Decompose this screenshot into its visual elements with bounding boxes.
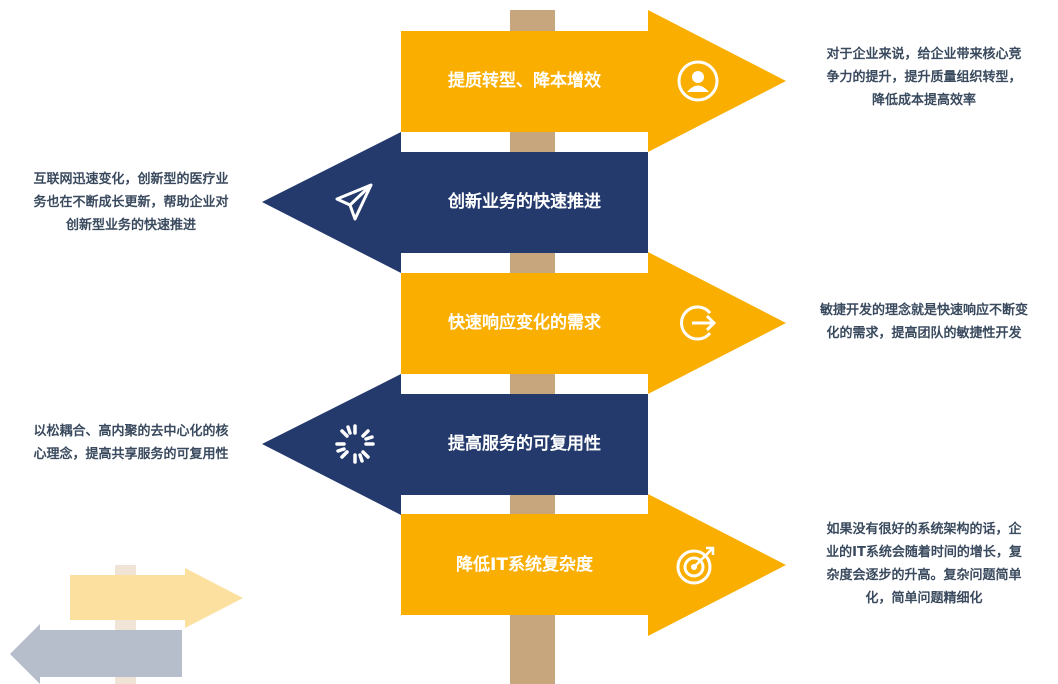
target-icon: [676, 546, 715, 585]
desc-line: 争力的提升，提升质量组织转型，: [826, 70, 1022, 85]
sign-1-shape: [401, 10, 786, 152]
desc-line: 化的需求，提高团队的敏捷性开发: [826, 326, 1022, 341]
desc-line: 敏捷开发的理念就是快速响应不断变: [819, 303, 1028, 318]
desc-line: 务也在不断成长更新，帮助企业对: [33, 195, 229, 210]
decor-arrow-left: [10, 624, 182, 684]
desc-line: 互联网迅速变化，创新型的医疗业: [33, 172, 229, 187]
sign-3-title: 快速响应变化的需求: [448, 313, 601, 333]
decor-arrow-right: [70, 568, 243, 628]
desc-line: 化，简单问题精细化: [865, 591, 983, 606]
sign-5-shape: [401, 494, 786, 636]
sign-4-shape: [262, 374, 648, 515]
desc-line: 心理念，提高共享服务的可复用性: [33, 447, 229, 462]
desc-line: 如果没有很好的系统架构的话，企: [826, 522, 1022, 537]
desc-line: 以松耦合、高内聚的去中心化的核: [33, 424, 229, 439]
user-icon: [677, 60, 719, 102]
sign-4-title: 提高服务的可复用性: [448, 434, 601, 454]
desc-line: 创新型业务的快速推进: [65, 218, 196, 233]
spinner-icon: [335, 424, 375, 464]
desc-line: 业的IT系统会随着时间的增长，复: [826, 545, 1022, 560]
sign-3-description: 敏捷开发的理念就是快速响应不断变 化的需求，提高团队的敏捷性开发: [790, 299, 1058, 345]
sign-2-description: 互联网迅速变化，创新型的医疗业 务也在不断成长更新，帮助企业对 创新型业务的快速…: [0, 168, 262, 237]
desc-line: 降低成本提高效率: [871, 93, 976, 108]
sign-2-shape: [262, 132, 648, 273]
paper-plane-icon: [335, 183, 373, 221]
arrow-exit-icon: [680, 305, 717, 341]
desc-line: 杂度会逐步的升高。复杂问题简单: [826, 568, 1022, 583]
sign-2-title: 创新业务的快速推进: [448, 192, 601, 212]
sign-1-title: 提质转型、降本增效: [448, 71, 601, 91]
sign-5-description: 如果没有很好的系统架构的话，企 业的IT系统会随着时间的增长，复 杂度会逐步的升…: [790, 518, 1058, 610]
sign-4-description: 以松耦合、高内聚的去中心化的核 心理念，提高共享服务的可复用性: [0, 420, 262, 466]
sign-3-shape: [401, 252, 786, 394]
sign-1-description: 对于企业来说，给企业带来核心竞 争力的提升，提升质量组织转型， 降低成本提高效率: [790, 43, 1058, 112]
sign-5-title: 降低IT系统复杂度: [456, 555, 593, 575]
desc-line: 对于企业来说，给企业带来核心竞: [826, 47, 1022, 62]
